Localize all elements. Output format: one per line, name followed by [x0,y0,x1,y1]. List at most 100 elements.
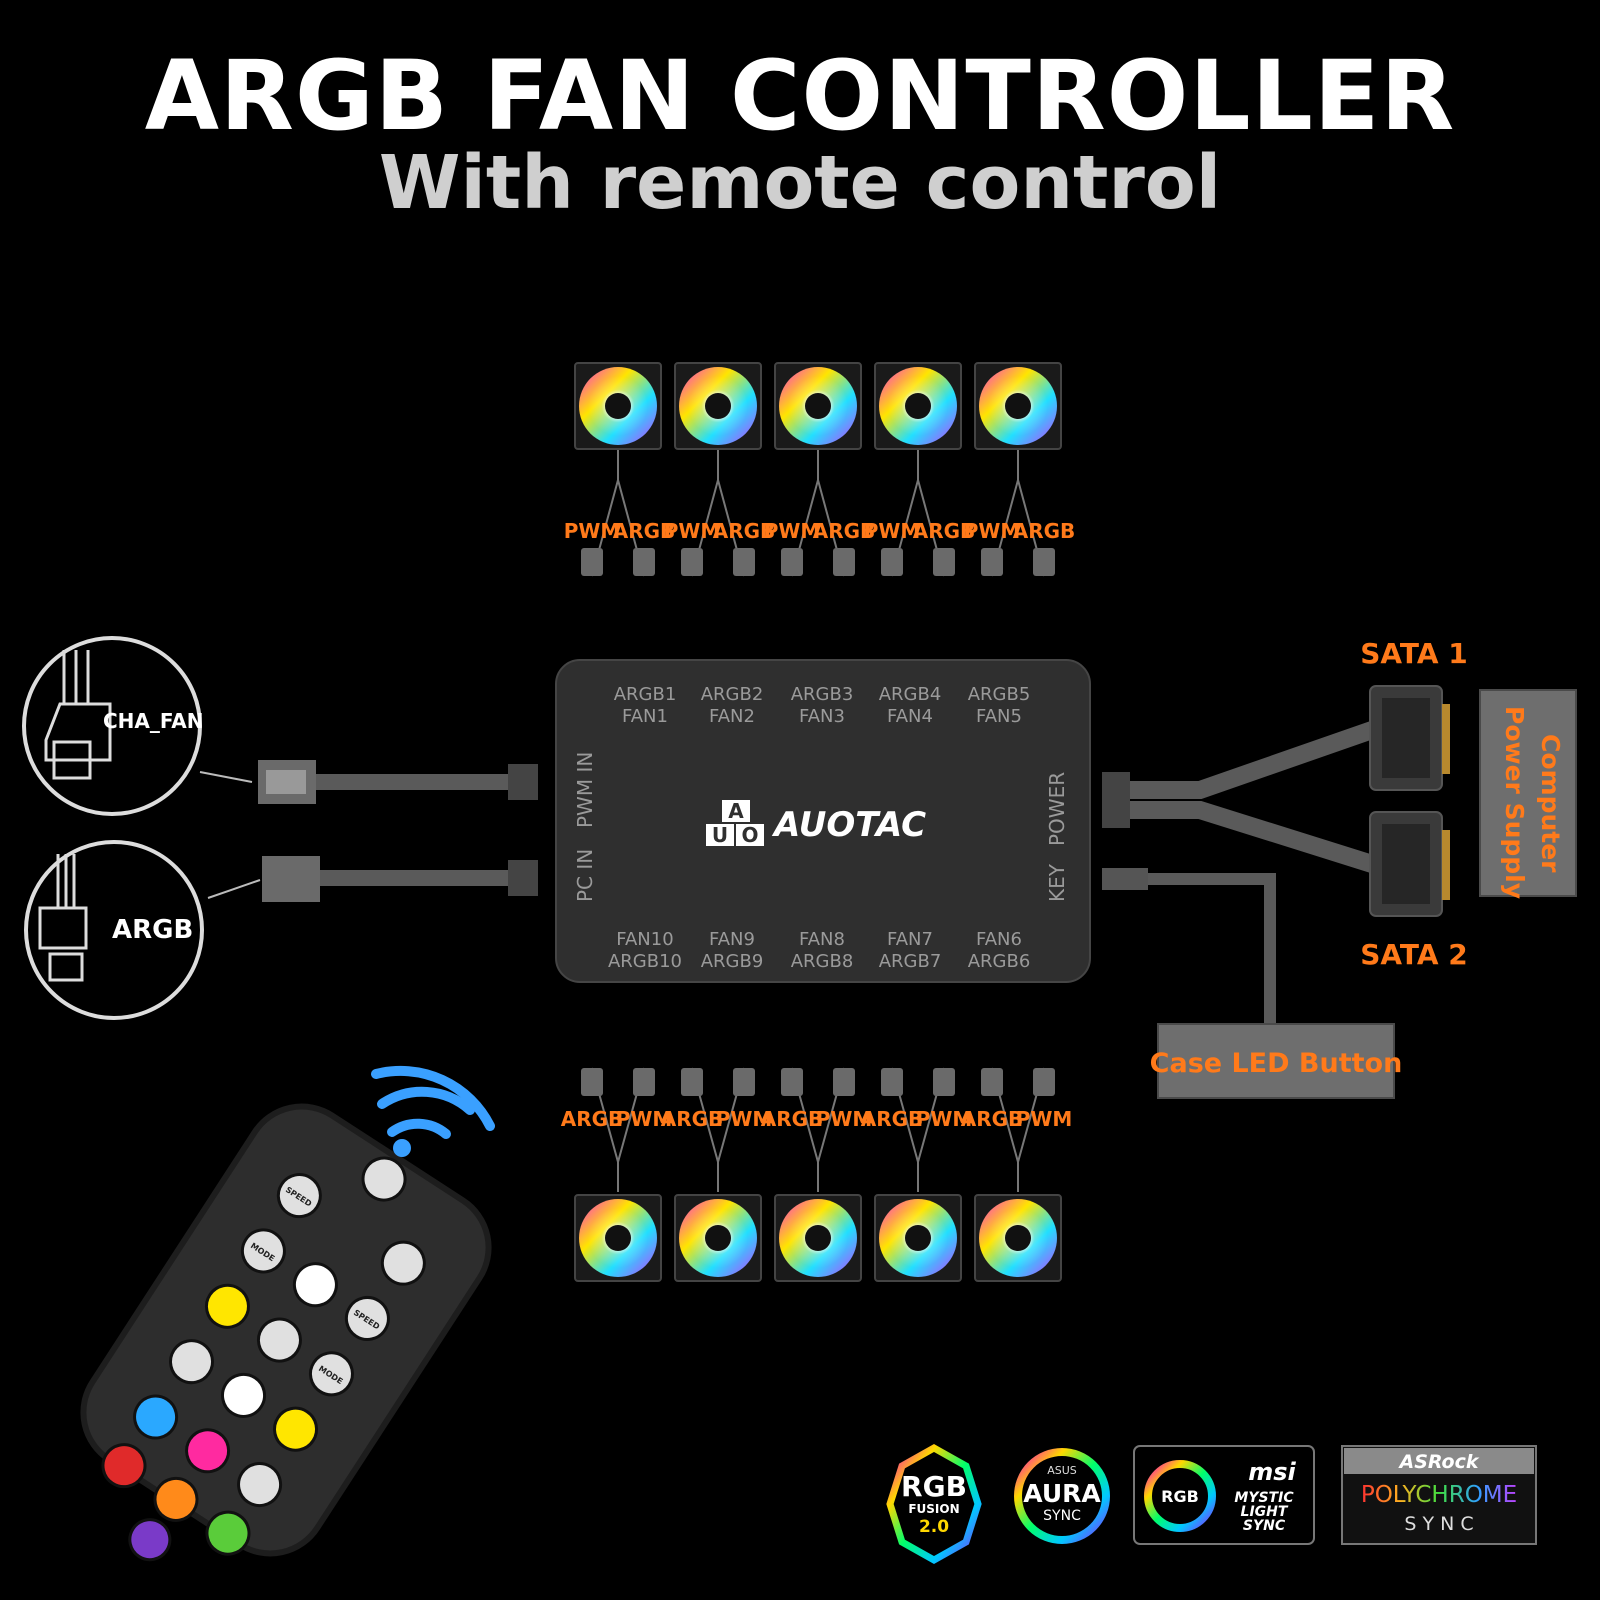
hub-port-label: ARGB4 [879,684,942,705]
msi-mystic-light-logo: RGB msi MYSTIC LIGHT SYNC [1133,1445,1315,1545]
orange-color-button[interactable] [147,1470,205,1528]
connector-label: PWM [564,519,621,543]
rgb-fusion-top: RGB [901,1470,967,1503]
connector-label: ARGB [761,1107,824,1131]
connector-label: ARGB [1013,519,1076,543]
mode-plus-button[interactable]: MODE [302,1345,360,1403]
brightness-up-button[interactable] [266,1400,324,1458]
power-label: POWER [1045,772,1069,846]
fan-bottom-4 [874,1194,962,1282]
pwm-in-label: PWM IN [573,752,597,828]
fan-button[interactable] [250,1311,308,1369]
case-led-button-box [1157,1023,1395,1099]
connector-label: PWM [964,519,1021,543]
hub-port-label: FAN1 [622,706,668,727]
white-color-button[interactable] [214,1366,272,1424]
hub-port-label: FAN9 [709,929,755,950]
sata-1-label: SATA 1 [1360,637,1468,670]
fan-bottom-1 [574,1194,662,1282]
blue-color-button[interactable] [127,1388,185,1446]
pwm-in-cable [316,774,512,790]
fan-bottom-2 [674,1194,762,1282]
hub-port-label: ARGB9 [701,951,764,972]
lock-button[interactable] [374,1234,432,1292]
connector-label: PWM [764,519,821,543]
brightness-down-button[interactable] [198,1277,256,1335]
pink-color-button[interactable] [179,1422,237,1480]
connector-label: ARGB [913,519,976,543]
connector-label: ARGB [661,1107,724,1131]
hub-port-label: FAN3 [799,706,845,727]
logo-letter-u: U [712,823,728,847]
case-button-cable: Case LED Button [1102,868,1402,1099]
argb-header-label: ARGB [112,915,193,945]
speed-button[interactable]: SPEED [270,1167,328,1225]
sata-2-label: SATA 2 [1360,938,1468,971]
asus-aura-sync-logo: ASUS AURA SYNC [1014,1448,1110,1544]
hub-top-port-labels: ARGB1FAN1ARGB2FAN2ARGB3FAN3ARGB4FAN4ARGB… [614,684,1031,727]
sata-2-connector [1369,811,1450,917]
sub-title: With remote control [378,140,1222,226]
asus-sync: SYNC [1043,1508,1081,1524]
hub-port-label: ARGB5 [968,684,1031,705]
up-button[interactable] [286,1256,344,1314]
power-plug [1102,772,1130,828]
green-color-button[interactable] [199,1504,257,1562]
hub-port-label: ARGB1 [614,684,677,705]
power-button[interactable] [355,1150,413,1208]
rgb-fusion-version: 2.0 [919,1517,949,1537]
cha-fan-header-callout: CHA_FAN [22,636,203,816]
hub-port-label: FAN10 [616,929,673,950]
connector-label: PWM [916,1107,973,1131]
connector-label: ARGB [813,519,876,543]
purple-color-button[interactable] [122,1512,177,1567]
hub-port-label: ARGB3 [791,684,854,705]
key-plug [1102,868,1148,890]
pc-in-label: PC IN [573,849,597,902]
connector-label: PWM [664,519,721,543]
hub-port-label: ARGB8 [791,951,854,972]
brand-logo-mark: A U O [706,799,764,847]
asus-aura: AURA [1023,1479,1101,1508]
connector-label: ARGB [861,1107,924,1131]
fan-mode-button[interactable] [162,1333,220,1391]
connector-label: PWM [816,1107,873,1131]
fan-bottom-5 [974,1194,1062,1282]
speed-plus-button[interactable]: SPEED [338,1289,396,1347]
hub-port-label: ARGB7 [879,951,942,972]
msi-mystic: MYSTIC [1234,1490,1294,1506]
hub-port-label: ARGB2 [701,684,764,705]
fan-bottom-3 [774,1194,862,1282]
controller-hub: ARGB1FAN1ARGB2FAN2ARGB3FAN3ARGB4FAN4ARGB… [555,659,1091,983]
red-color-button[interactable] [95,1437,153,1495]
connector-label: PWM [864,519,921,543]
hub-bottom-port-labels: FAN10ARGB10FAN9ARGB9FAN8ARGB8FAN7ARGB7FA… [608,929,1030,972]
pc-in-cable [320,870,512,886]
sata-1-connector [1369,685,1450,791]
mode-minus-button[interactable]: MODE [234,1222,292,1280]
psu-box: Computer Power Supply [1479,689,1577,899]
fan-speed-button[interactable] [231,1455,289,1513]
sync-logos: RGB FUSION 2.0 ASUS AURA SYNC RGB msi MY… [886,1443,1537,1565]
connector-label: ARGB [961,1107,1024,1131]
psu-label-line2: Power Supply [1500,706,1529,899]
fan-top-3 [774,362,862,450]
connector-label: ARGB [613,519,676,543]
rgb-fusion-mid: FUSION [908,1502,959,1516]
asrock-sync: S Y N C [1404,1513,1473,1535]
argb-header-plug [262,856,320,902]
power-cables: SATA 1 SATA 2 Computer Power Supply [1102,637,1577,971]
gigabyte-rgb-fusion-logo: RGB FUSION 2.0 [886,1443,982,1565]
pwm-in-plug [508,764,538,800]
